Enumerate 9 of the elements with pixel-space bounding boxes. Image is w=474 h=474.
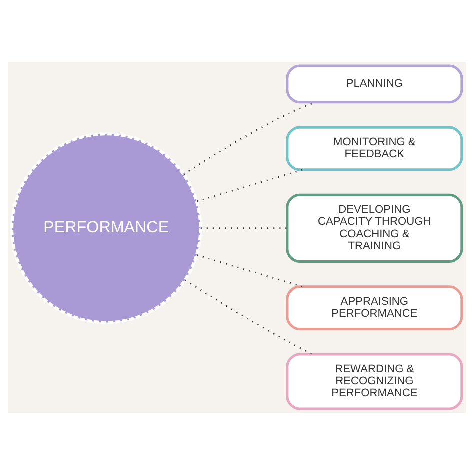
connector: [185, 279, 314, 355]
node-box: PLANNING: [286, 64, 464, 104]
connector: [196, 254, 303, 288]
node-box: DEVELOPING CAPACITY THROUGH COACHING & TRAINING: [286, 193, 464, 262]
node-box: APPRAISING PERFORMANCE: [286, 285, 464, 330]
connector: [196, 168, 303, 202]
node-box: MONITORING & FEEDBACK: [286, 126, 464, 171]
node-circle: PERFORMANCE: [10, 132, 202, 324]
node-box: REWARDING & RECOGNIZING PERFORMANCE: [286, 352, 464, 410]
